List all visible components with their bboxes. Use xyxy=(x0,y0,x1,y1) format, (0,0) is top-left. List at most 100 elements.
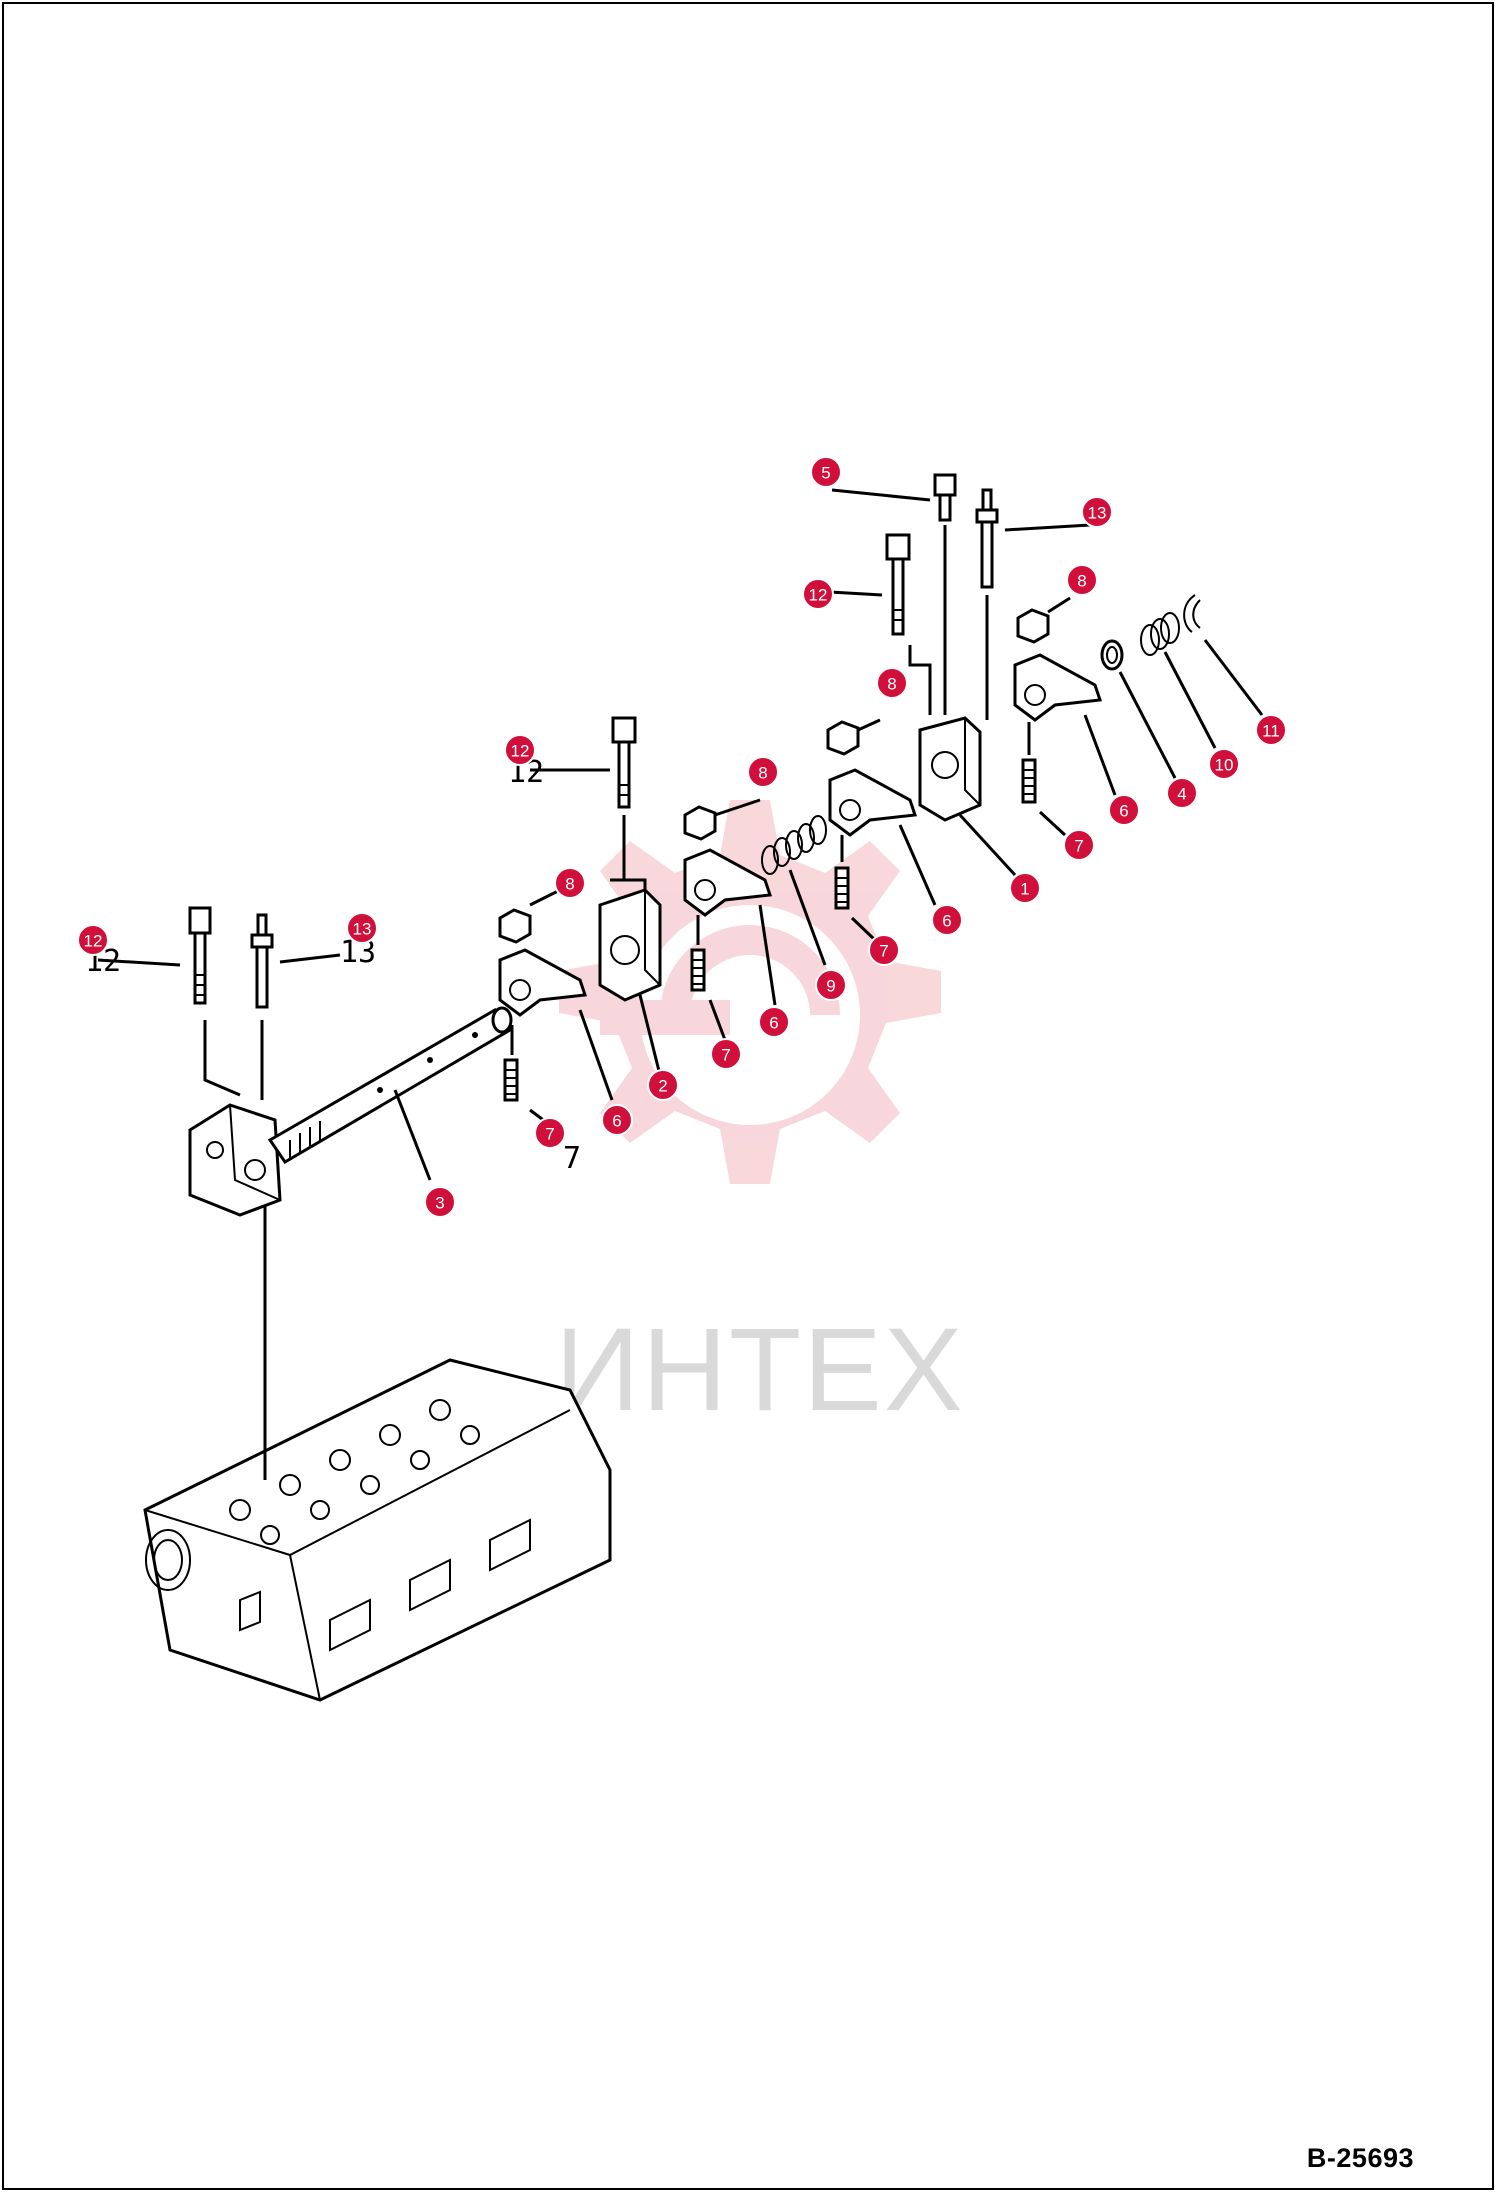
leader-line xyxy=(908,645,932,715)
rocker-bracket-1 xyxy=(918,716,982,822)
callout-7[interactable]: 7 xyxy=(710,1038,742,1070)
rocker-arm-6-c xyxy=(828,768,918,837)
leader-line xyxy=(1047,596,1071,614)
callout-8[interactable]: 8 xyxy=(876,667,908,699)
leader-line xyxy=(714,798,761,817)
lock-nut-8-d xyxy=(1016,608,1050,644)
bolt-5 xyxy=(933,473,957,522)
callout-label: 1 xyxy=(1020,880,1029,899)
callout-8[interactable]: 8 xyxy=(1066,564,1098,596)
callout-8[interactable]: 8 xyxy=(554,867,586,899)
rocker-bracket-2 xyxy=(598,888,662,1002)
adjust-screw-7-c xyxy=(834,866,850,910)
callout-label: 6 xyxy=(612,1112,621,1131)
callout-7[interactable]: 7 xyxy=(868,934,900,966)
callout-13[interactable]: 13 xyxy=(1081,496,1113,528)
printed-part-number: 7 xyxy=(563,1141,581,1176)
callout-7[interactable]: 7 xyxy=(1063,829,1095,861)
callout-label: 5 xyxy=(821,464,830,483)
callout-label: 12 xyxy=(809,586,828,605)
callout-6[interactable]: 6 xyxy=(758,1006,790,1038)
leader-line xyxy=(1038,810,1067,837)
adjust-screw-7-d xyxy=(1021,758,1037,804)
callout-9[interactable]: 9 xyxy=(815,969,847,1001)
leader-line xyxy=(958,813,1017,877)
leader-line xyxy=(829,590,883,597)
callout-label: 6 xyxy=(1119,802,1128,821)
leader-line xyxy=(1203,639,1264,716)
callout-label: 10 xyxy=(1215,756,1234,775)
callout-11[interactable]: 11 xyxy=(1255,714,1287,746)
leader-line xyxy=(638,994,662,1076)
front-rocker-bracket xyxy=(188,1103,282,1217)
leader-line xyxy=(1118,671,1177,779)
lock-nut-8-c xyxy=(826,720,860,756)
spacer-4 xyxy=(1100,639,1124,671)
callout-label: 12 xyxy=(84,932,103,951)
callout-4[interactable]: 4 xyxy=(1166,777,1198,809)
callout-12[interactable]: 12 xyxy=(504,734,536,766)
callout-label: 7 xyxy=(879,942,888,961)
callout-12[interactable]: 12 xyxy=(802,578,834,610)
leader-line xyxy=(898,824,937,906)
leader-line xyxy=(1163,651,1217,749)
callout-label: 9 xyxy=(826,977,835,996)
callout-label: 6 xyxy=(769,1014,778,1033)
callout-label: 3 xyxy=(435,1194,444,1213)
callout-3[interactable]: 3 xyxy=(424,1186,456,1218)
callout-13[interactable]: 13 xyxy=(346,912,378,944)
lock-nut-8-a xyxy=(498,908,532,944)
leader-line xyxy=(850,916,877,942)
leader-line xyxy=(831,488,931,502)
leader-line xyxy=(279,953,341,964)
circlip-11 xyxy=(1183,594,1201,633)
stud-13-right xyxy=(975,488,999,589)
callout-label: 13 xyxy=(1088,504,1107,523)
callout-2[interactable]: 2 xyxy=(647,1069,679,1101)
callout-6[interactable]: 6 xyxy=(1108,794,1140,826)
cylinder-head xyxy=(143,1358,612,1702)
rocker-arm-6-b xyxy=(683,848,773,917)
callout-label: 6 xyxy=(942,912,951,931)
leader-line xyxy=(203,1020,241,1097)
watermark-text: ИНТЕХ xyxy=(555,1304,965,1436)
callout-label: 7 xyxy=(1074,837,1083,856)
callout-1[interactable]: 1 xyxy=(1009,872,1041,904)
lock-nut-8-b xyxy=(683,805,717,841)
leader-line xyxy=(97,958,181,967)
rocker-arm-6-a xyxy=(498,948,588,1017)
callout-label: 7 xyxy=(721,1046,730,1065)
callout-5[interactable]: 5 xyxy=(810,456,842,488)
leader-line xyxy=(708,999,727,1041)
callout-6[interactable]: 6 xyxy=(931,904,963,936)
callout-label: 8 xyxy=(1077,572,1086,591)
rocker-arm-6-d xyxy=(1013,653,1103,722)
callout-label: 11 xyxy=(1262,722,1280,741)
callout-12[interactable]: 12 xyxy=(77,924,109,956)
adjust-screw-7-b xyxy=(690,948,706,992)
callout-label: 7 xyxy=(545,1125,554,1144)
callout-6[interactable]: 6 xyxy=(601,1104,633,1136)
callout-8[interactable]: 8 xyxy=(747,756,779,788)
leader-line xyxy=(578,1009,614,1101)
bolt-12-right xyxy=(885,533,911,636)
spring-10 xyxy=(1140,612,1180,656)
adjust-screw-7-a xyxy=(503,1058,519,1102)
rocker-shaft xyxy=(267,1006,513,1165)
leader-line xyxy=(393,1089,432,1181)
callout-label: 2 xyxy=(658,1077,667,1096)
callout-label: 12 xyxy=(511,742,530,761)
stud-13-left xyxy=(250,913,274,1009)
spring-9 xyxy=(761,815,827,875)
callout-layer: 5 13 12 8 8 11 10 12 8 4 6 7 1 8 6 13 12 7 9 6 7 2 6 7 3 xyxy=(77,456,1287,1218)
callout-7[interactable]: 7 xyxy=(534,1117,566,1149)
leader-line xyxy=(857,718,881,732)
callout-label: 8 xyxy=(887,675,896,694)
leader-line xyxy=(1083,714,1117,796)
leader-line xyxy=(1004,523,1091,532)
bolt-12-left xyxy=(188,906,212,1005)
leader-line xyxy=(788,869,827,966)
callout-label: 13 xyxy=(353,920,372,939)
callout-10[interactable]: 10 xyxy=(1208,748,1240,780)
